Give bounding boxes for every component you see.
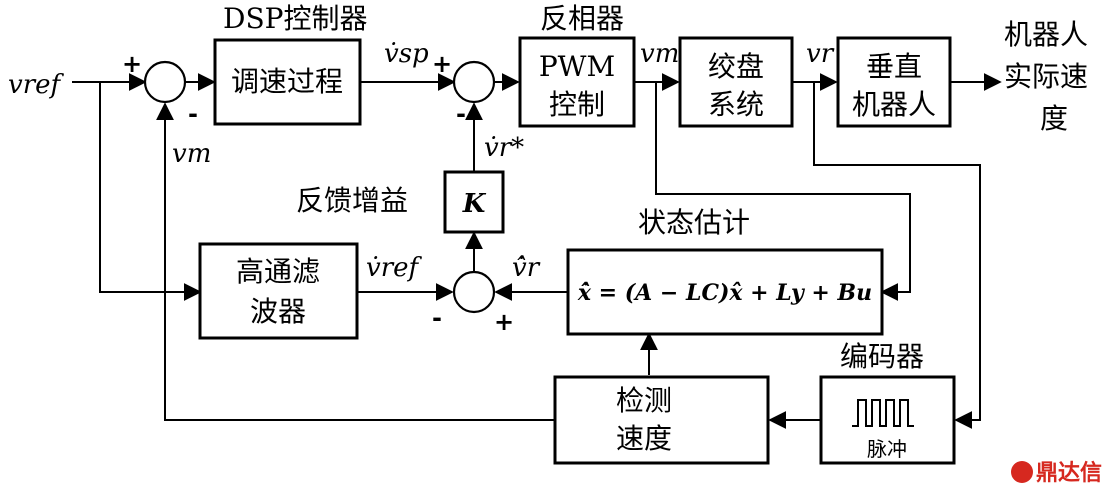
sum2-minus-sign: -	[456, 100, 466, 128]
pulse-icon	[852, 399, 914, 427]
pwm-label-line2: 控制	[549, 88, 605, 121]
encoder-block	[819, 375, 956, 465]
sum1-minus-sign: -	[188, 100, 198, 128]
robot-label-line2: 机器人	[852, 88, 936, 121]
inverter-title: 反相器	[540, 2, 624, 35]
winch-label-line1: 绞盘	[708, 50, 764, 83]
speed-process-label: 调速过程	[231, 65, 343, 98]
high-pass-filter-block	[198, 242, 359, 340]
sum3-plus-sign: +	[494, 308, 514, 336]
signal-v-r-star: v̇r*	[484, 133, 524, 163]
sum1-plus-sign: +	[122, 50, 142, 78]
dsp-title: DSP控制器	[223, 2, 367, 35]
gain-k-symbol: K	[462, 189, 487, 219]
pulse-label: 脉冲	[867, 437, 907, 461]
output-label-line1: 机器人	[1004, 18, 1088, 51]
output-label-line3: 度	[1040, 102, 1068, 135]
state-estimator-title: 状态估计	[638, 206, 750, 239]
hpf-label-line2: 波器	[250, 295, 306, 328]
signal-v-r: vr	[806, 39, 835, 69]
vertical-robot-block	[836, 36, 952, 128]
summing-junction-2	[452, 60, 496, 104]
winch-label-line2: 系统	[708, 88, 764, 121]
signal-v-sp: v̇sp	[384, 39, 429, 69]
detect-speed-block	[553, 375, 770, 465]
pwm-control-block	[518, 36, 636, 128]
state-estimator-block	[566, 248, 884, 336]
signal-lines	[72, 73, 1002, 429]
robot-label-line1: 垂直	[866, 50, 922, 83]
signal-v-m: vm	[640, 39, 679, 69]
sum2-plus-sign: +	[432, 50, 452, 78]
summing-junction-1	[143, 60, 187, 104]
detect-label-line2: 速度	[616, 422, 672, 455]
signal-v-m-feedback: vm	[172, 139, 211, 169]
output-label-line2: 实际速	[1004, 60, 1088, 93]
watermark-logo-icon	[1011, 461, 1033, 483]
dsp-controller-block	[213, 38, 362, 126]
signal-v-ref-dot: v̇ref	[366, 253, 423, 283]
feedback-gain-label: 反馈增益	[296, 184, 408, 217]
gain-k-block	[443, 170, 505, 234]
signal-v-r-hat: v̂̇r	[512, 253, 541, 283]
encoder-title: 编码器	[840, 340, 924, 373]
sum3-minus-sign: -	[432, 304, 442, 332]
signal-v-ref-in: vref	[8, 70, 65, 100]
hpf-label-line1: 高通滤	[236, 255, 320, 288]
watermark-text: 鼎达信	[1036, 460, 1102, 486]
summing-junction-3	[452, 270, 496, 314]
detect-label-line1: 检测	[616, 384, 672, 417]
winch-system-block	[678, 36, 794, 128]
state-equation: x̂̇ = (A − LC)x̂ + Ly + Bu	[577, 280, 872, 306]
pwm-label-line1: PWM	[539, 50, 615, 83]
